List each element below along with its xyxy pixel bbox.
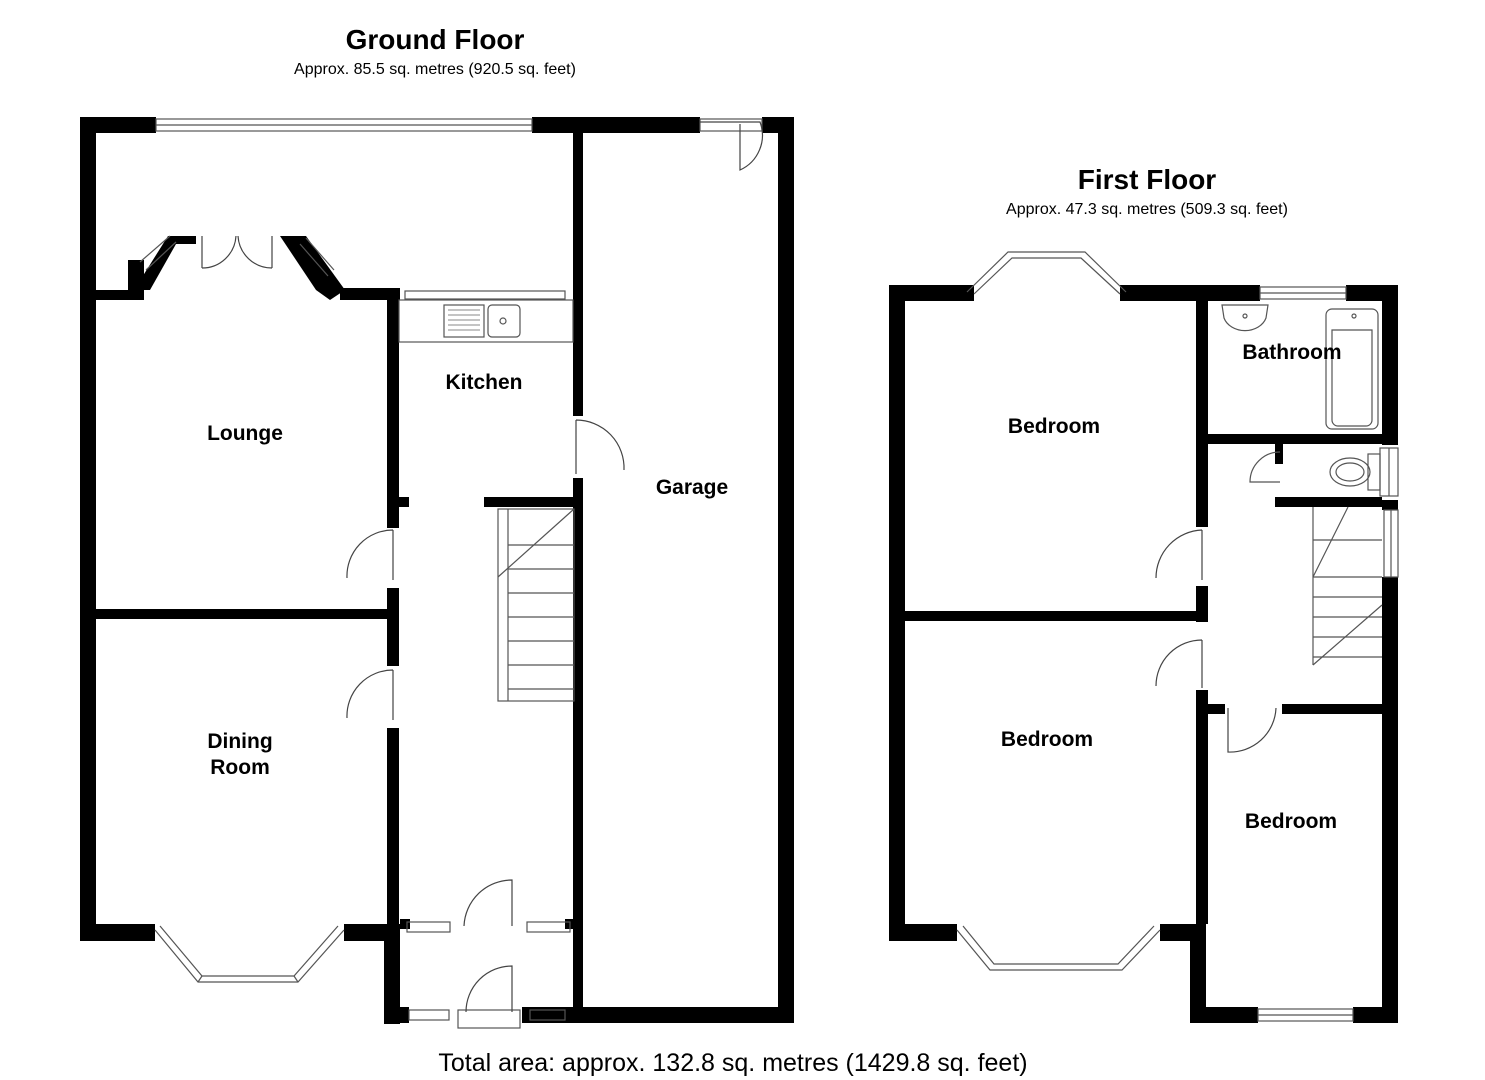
ground-floor-title: Ground Floor (345, 24, 525, 55)
room-label-bedroom-small: Bedroom (1244, 810, 1338, 833)
room-label-dining-line1: Dining (207, 730, 273, 753)
ground-floor-area: Approx. 85.5 sq. metres (920.5 sq. feet) (294, 61, 576, 78)
first-floor-walls (889, 285, 1398, 1023)
room-label-dining-line2: Room (210, 756, 270, 779)
room-label-bedroom-rear: Bedroom (1000, 728, 1094, 751)
room-label-lounge: Lounge (207, 422, 283, 445)
ground-floor-walls (80, 117, 794, 1024)
room-label-bedroom-front: Bedroom (1007, 415, 1101, 438)
first-floor-title: First Floor (1077, 164, 1217, 195)
room-label-bathroom: Bathroom (1242, 341, 1342, 364)
first-floor-area: Approx. 47.3 sq. metres (509.3 sq. feet) (1006, 201, 1288, 218)
ground-floor-plan (80, 117, 794, 1029)
total-area: Total area: approx. 132.8 sq. metres (14… (438, 1049, 1028, 1077)
first-floor-plan (889, 251, 1399, 1023)
room-label-garage: Garage (655, 476, 729, 499)
room-label-kitchen: Kitchen (445, 371, 523, 394)
